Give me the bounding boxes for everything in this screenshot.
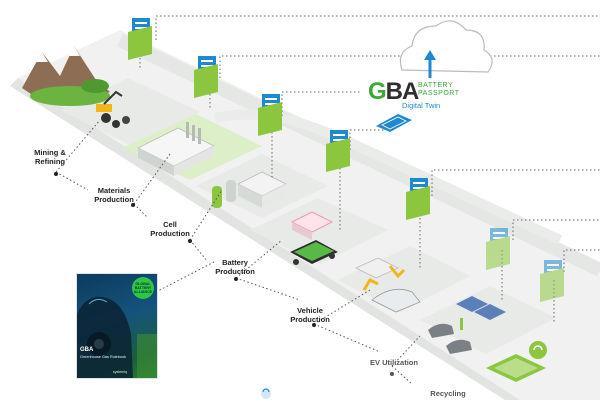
stage-leader-lines xyxy=(55,119,421,385)
cloud-upload-icon xyxy=(399,20,493,78)
stage-label-materials: Materials Production xyxy=(94,186,134,204)
stage-dot-mining xyxy=(54,172,58,176)
document-folders xyxy=(128,18,564,302)
cell-production-illustration xyxy=(212,171,287,208)
report-title: Greenhouse Gas Rulebook xyxy=(80,355,127,359)
recycle-icon xyxy=(529,341,547,359)
gba-logo-accent-letter: G xyxy=(368,78,387,105)
data-card-icon xyxy=(376,114,412,132)
document-folder-icon xyxy=(540,260,564,302)
gba-logo-rest: BA xyxy=(385,78,420,105)
stage-dot-materials xyxy=(131,203,135,207)
report-cover-photo xyxy=(77,296,157,378)
bottom-partial-icon xyxy=(261,388,271,399)
excavator-body xyxy=(96,104,112,112)
gba-badge: GLOBAL BATTERY ALLIANCE xyxy=(132,277,154,299)
report-brand: GBA xyxy=(80,347,94,353)
stage-label-cell: Cell Production xyxy=(150,220,190,238)
report-publisher: systemiq xyxy=(113,370,127,374)
stage-label-recycling: Recycling xyxy=(430,389,466,398)
digital-twin-caption: Digital Twin xyxy=(402,101,441,110)
document-folder-icon xyxy=(194,56,218,98)
stage-dot-battery xyxy=(234,277,238,281)
report-cover: GLOBAL BATTERY ALLIANCE GBA Greenhouse G… xyxy=(77,274,157,378)
document-folder-icon xyxy=(486,228,510,270)
materials-factory-illustration xyxy=(137,122,215,176)
recycling-illustration xyxy=(486,341,547,382)
gba-logo-mark: GBA xyxy=(368,78,420,106)
battery-production-illustration xyxy=(290,211,338,265)
document-folder-icon xyxy=(128,18,152,60)
gba-logo: GBA BATTERY PASSPORT xyxy=(368,78,478,112)
stage-label-ev: EV Utilization xyxy=(370,358,418,367)
document-folder-icon xyxy=(326,130,350,172)
document-folder-icon xyxy=(406,178,430,220)
stage-dot-vehicle xyxy=(312,323,316,327)
stage-label-battery: Battery Production xyxy=(215,258,255,276)
stage-dot-ev xyxy=(390,372,394,376)
stage-dot-cell xyxy=(188,239,192,243)
stage-label-vehicle: Vehicle Production xyxy=(290,306,330,324)
mining-illustration xyxy=(22,46,130,128)
stage-label-mining: Mining & Refining xyxy=(34,148,66,166)
document-folder-icon xyxy=(258,94,282,136)
vehicle-production-illustration xyxy=(355,257,421,313)
ev-utilization-illustration xyxy=(428,296,506,354)
gba-logo-subtitle: BATTERY PASSPORT xyxy=(418,82,460,97)
